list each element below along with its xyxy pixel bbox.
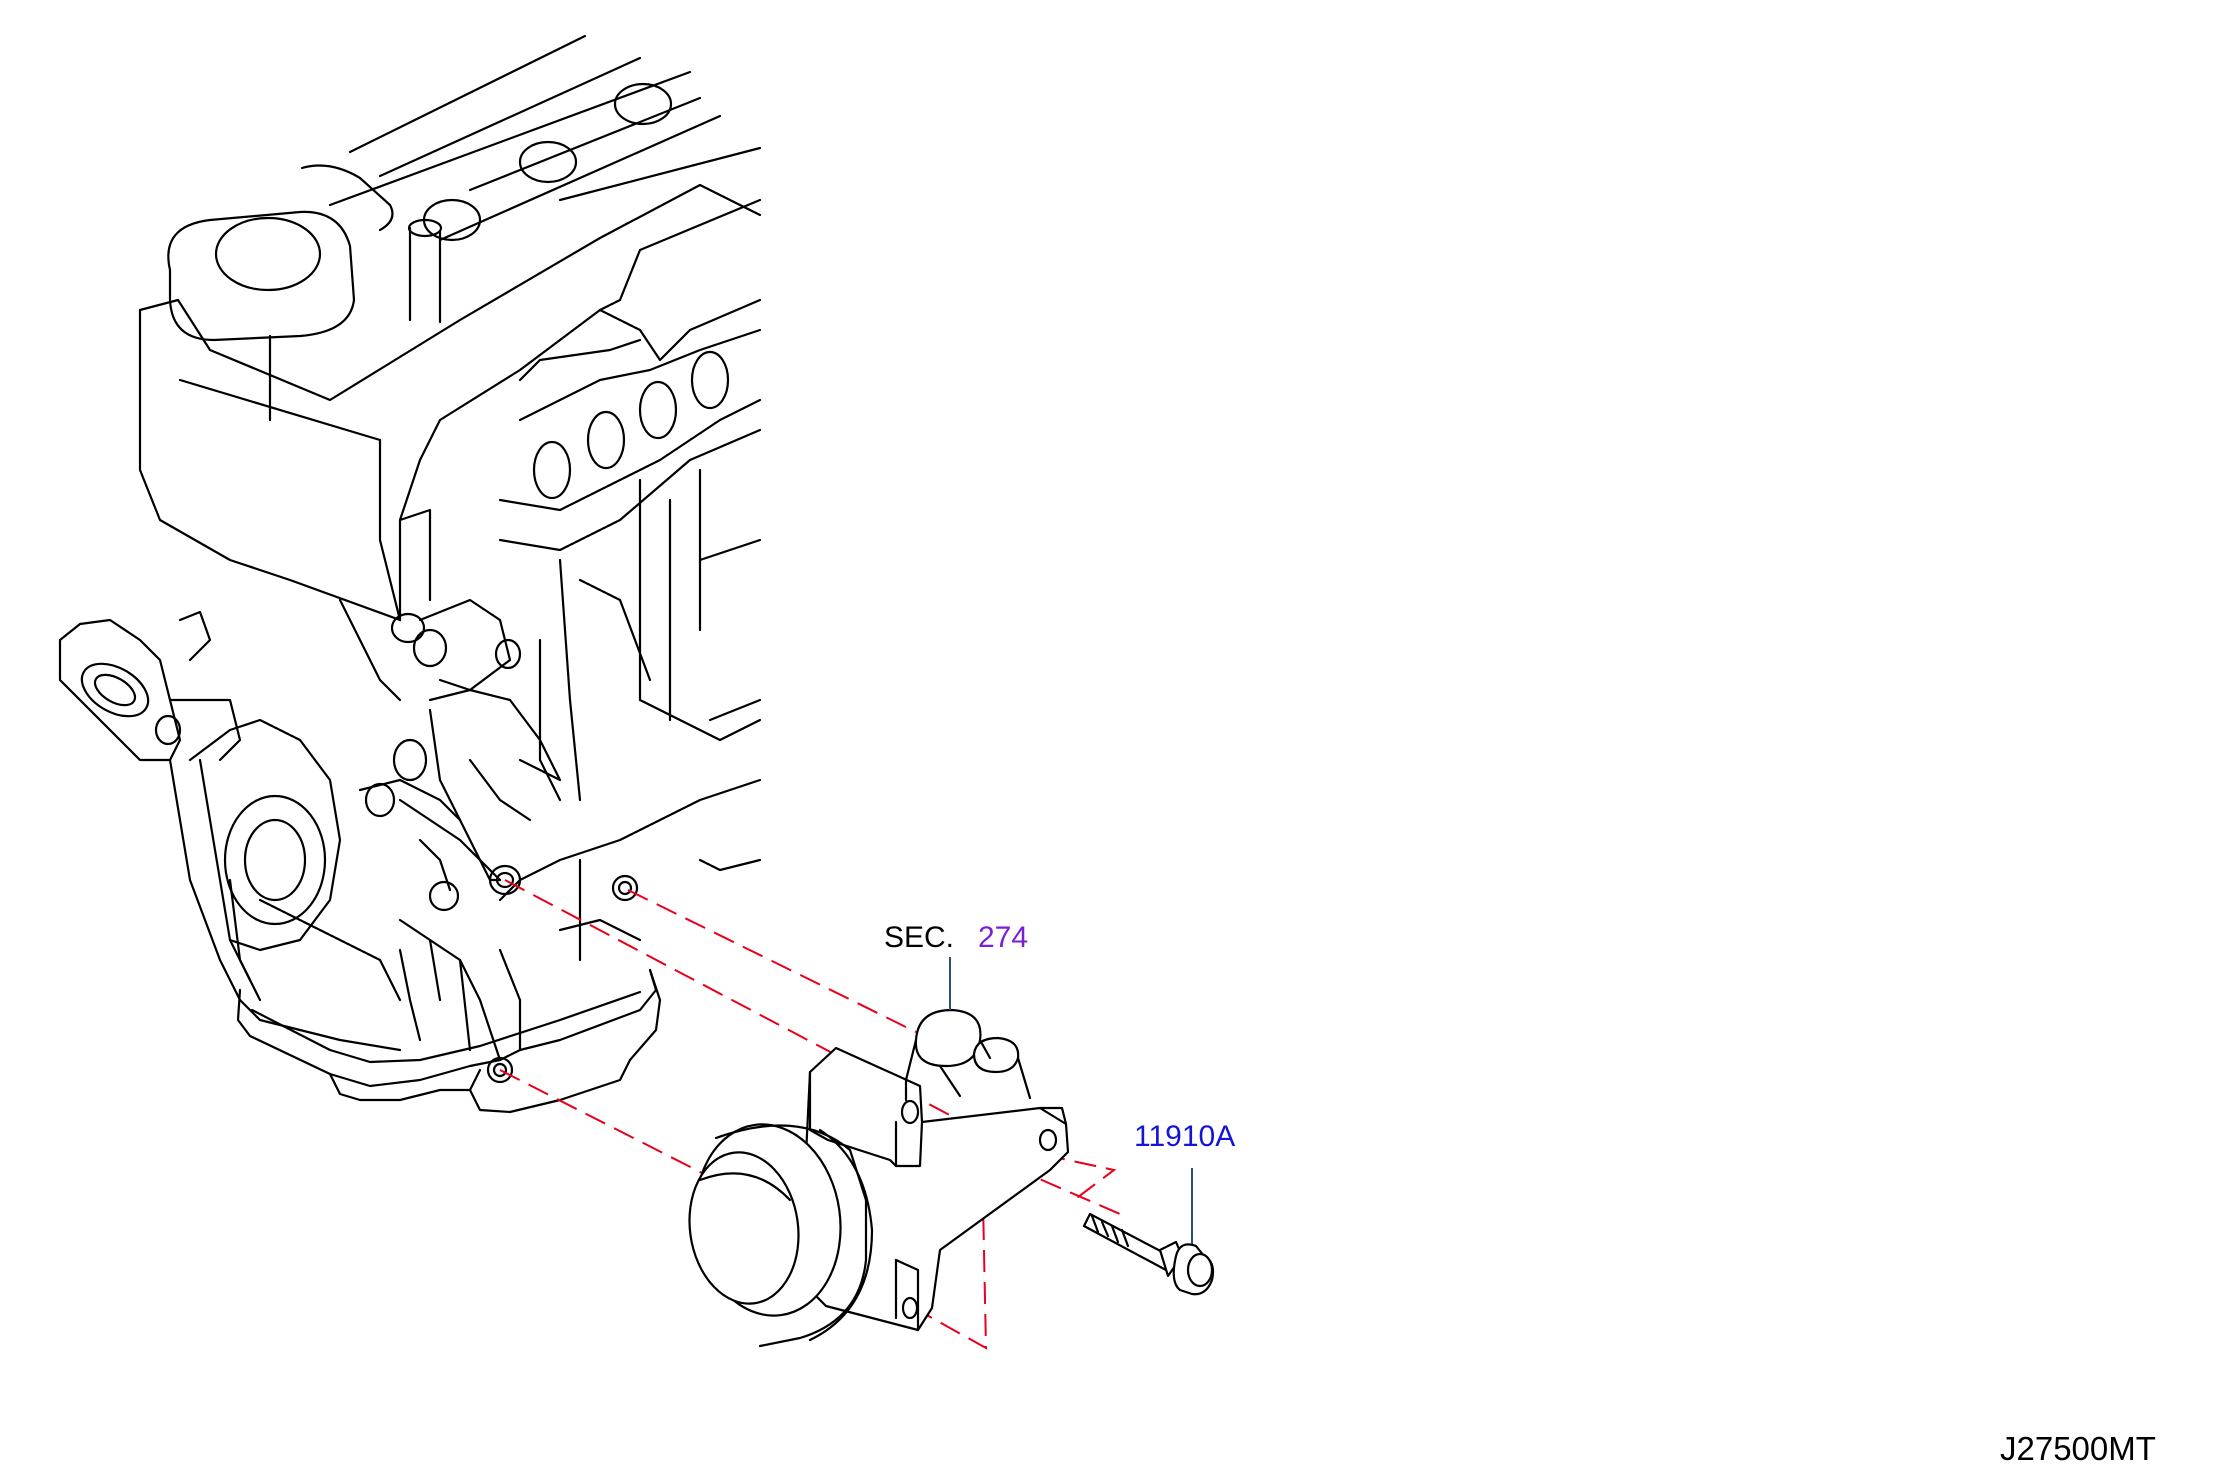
ac-compressor-drawing bbox=[688, 1008, 1070, 1348]
engine-assembly-drawing bbox=[58, 34, 762, 1114]
bolt-part-number-link[interactable]: 11910A bbox=[1134, 1120, 1236, 1153]
guide-line-lower bbox=[499, 1069, 709, 1177]
mounting-bolt-drawing bbox=[1082, 1212, 1215, 1296]
guide-line-upper bbox=[627, 889, 917, 1033]
sec-prefix-label: SEC. bbox=[884, 921, 955, 954]
figure-code-label: J27500MT bbox=[2000, 1430, 2156, 1467]
sec-number-link[interactable]: 274 bbox=[978, 921, 1029, 954]
guide-line-bolt bbox=[981, 1153, 1121, 1215]
